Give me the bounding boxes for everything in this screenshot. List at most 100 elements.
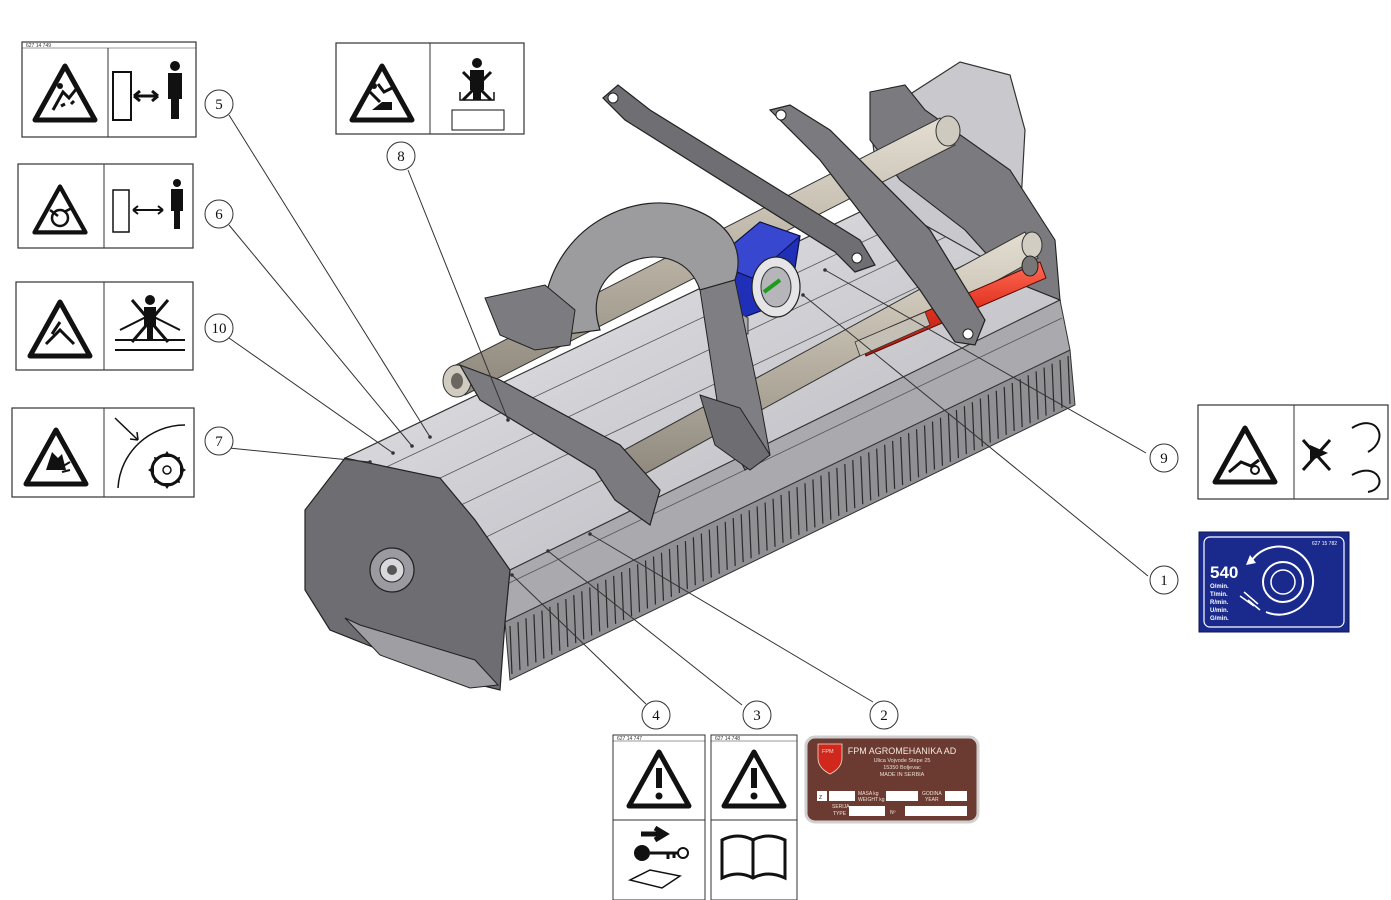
read-manual-icon	[720, 834, 787, 881]
callout-3: 3	[742, 700, 772, 730]
skid-tooth	[995, 390, 999, 439]
svg-text:MADE IN SERBIA: MADE IN SERBIA	[880, 772, 925, 778]
decal-5: 627 14 749	[21, 41, 197, 138]
skid-tooth	[892, 440, 896, 489]
skid-tooth	[676, 544, 680, 594]
skid-tooth	[692, 537, 696, 586]
warning-general-icon	[724, 752, 784, 806]
decal-4: 627 14 747	[612, 734, 706, 900]
svg-text:8: 8	[397, 149, 405, 165]
svg-text:FPM: FPM	[822, 749, 834, 755]
skid-tooth	[907, 433, 912, 482]
skid-tooth	[597, 583, 601, 632]
skid-tooth	[605, 579, 609, 628]
skid-tooth	[1059, 359, 1063, 408]
skid-tooth	[1043, 367, 1047, 416]
skid-tooth	[613, 575, 617, 624]
callout-7: 7	[204, 426, 234, 456]
skid-tooth	[796, 487, 800, 536]
warning-cut-hand-icon	[26, 430, 86, 484]
skid-tooth	[971, 402, 975, 451]
svg-text:SERIJA: SERIJA	[832, 804, 850, 810]
svg-text:G/min.: G/min.	[1210, 616, 1229, 622]
skid-tooth	[652, 556, 657, 605]
no-standing-on-machine-icon	[115, 295, 185, 351]
rpm-value: 540	[1210, 563, 1238, 582]
mulcher-machine	[304, 61, 1076, 691]
skid-tooth	[581, 591, 585, 640]
side-bracket	[458, 363, 771, 526]
svg-text:R/min.: R/min.	[1210, 600, 1229, 606]
skid-tooth	[1003, 386, 1007, 435]
skid-tooth	[589, 587, 593, 636]
skid-tooth	[772, 498, 776, 547]
skid-tooth	[565, 598, 569, 648]
skid-tooth	[517, 622, 521, 671]
front-skid-teeth	[504, 349, 1076, 681]
decal-1-rpm: 627 15 782 540 O/min. T/min. R/min. U/mi…	[1198, 531, 1350, 633]
skid-tooth	[549, 606, 553, 655]
decal-8	[335, 42, 525, 135]
decal-2-nameplate: FPM FPM AGROMEHANIKA AD Ulica Vojvode St…	[804, 735, 980, 824]
skid-tooth	[900, 436, 904, 486]
svg-text:9: 9	[1160, 451, 1168, 467]
skid-tooth	[788, 490, 792, 540]
safe-distance-icon	[112, 61, 182, 121]
skid-tooth	[1051, 363, 1055, 412]
company-name: FPM AGROMEHANIKA AD	[848, 746, 957, 756]
warning-general-icon	[629, 752, 689, 806]
skid-tooth	[955, 409, 959, 459]
svg-text:Nº: Nº	[890, 810, 896, 816]
decal-10	[15, 281, 194, 371]
svg-text:3: 3	[753, 708, 761, 724]
skid-tooth	[915, 429, 920, 478]
skid-tooth	[804, 483, 808, 532]
a-frame-arms	[602, 84, 986, 346]
skid-tooth	[939, 417, 944, 466]
skid-tooth	[644, 560, 649, 609]
skid-tooth	[533, 614, 537, 663]
skid-tooth	[621, 571, 625, 621]
svg-text:4: 4	[652, 708, 660, 724]
skid-tooth	[716, 525, 720, 574]
svg-text:U/min.: U/min.	[1210, 608, 1229, 614]
skid-tooth	[947, 413, 952, 462]
callout-2: 2	[869, 700, 899, 730]
svg-text:2: 2	[880, 708, 888, 724]
skid-tooth	[525, 618, 529, 667]
svg-text:Z: Z	[819, 795, 822, 801]
svg-text:MASA kg: MASA kg	[858, 791, 879, 797]
svg-text:Ulica Vojvode Stepe 25: Ulica Vojvode Stepe 25	[874, 758, 931, 764]
svg-text:GODINA: GODINA	[922, 791, 942, 797]
skid-tooth	[541, 610, 545, 659]
callout-1: 1	[1149, 565, 1179, 595]
decal-3: 627 14 748	[710, 734, 798, 900]
skid-tooth	[963, 406, 967, 455]
svg-text:627 14 747: 627 14 747	[617, 736, 642, 742]
skid-tooth	[1035, 371, 1039, 420]
svg-text:7: 7	[215, 434, 223, 450]
skid-tooth	[748, 510, 752, 559]
svg-text:5: 5	[215, 97, 223, 113]
skid-tooth	[844, 463, 848, 513]
skid-tooth	[780, 494, 784, 543]
fpm-logo: FPM	[817, 743, 843, 775]
skid-tooth	[987, 394, 991, 443]
skid-tooth	[852, 460, 856, 509]
skid-tooth	[1027, 375, 1031, 424]
pto-shaft-rotation-icon	[1239, 545, 1315, 616]
skid-tooth	[636, 564, 641, 613]
warning-fall-icon	[352, 66, 412, 120]
remove-key-icon	[627, 825, 689, 889]
svg-text:WEIGHT kg: WEIGHT kg	[858, 797, 885, 803]
svg-text:YEAR: YEAR	[925, 797, 939, 803]
skid-tooth	[684, 541, 688, 590]
callout-6: 6	[204, 199, 234, 229]
skid-tooth	[700, 533, 704, 582]
svg-text:6: 6	[215, 207, 223, 223]
callout-4: 4	[641, 700, 671, 730]
svg-text:627 14 749: 627 14 749	[26, 43, 51, 49]
skid-tooth	[820, 475, 824, 524]
svg-text:15350 Boljevac: 15350 Boljevac	[883, 765, 921, 771]
warning-rotating-parts-icon	[35, 187, 86, 233]
